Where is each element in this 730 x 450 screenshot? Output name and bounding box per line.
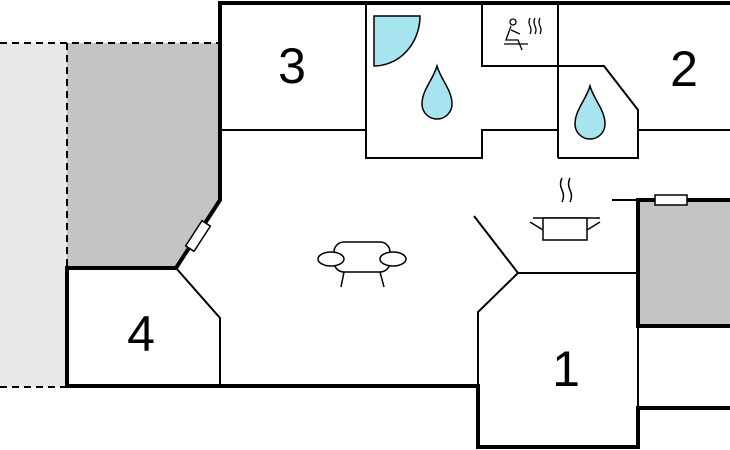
terrace-left <box>67 43 220 268</box>
room-number-4: 4 <box>127 306 155 362</box>
window-icon <box>184 219 212 253</box>
shower-icon <box>373 15 421 67</box>
terrace-right <box>638 200 730 326</box>
room-number-3: 3 <box>278 38 306 94</box>
cooking-pot-icon <box>529 177 601 241</box>
sauna-icon <box>502 14 546 54</box>
window-icon <box>654 194 688 206</box>
room-number-2: 2 <box>670 41 698 97</box>
sofa-icon <box>317 241 407 288</box>
interior-walls <box>175 3 730 408</box>
water-drop-icon <box>574 83 606 140</box>
water-drop-icon <box>421 63 453 120</box>
outdoor-area-light <box>0 43 67 387</box>
room-number-1: 1 <box>552 341 580 397</box>
outdoor-area-dashed-border <box>0 42 220 388</box>
